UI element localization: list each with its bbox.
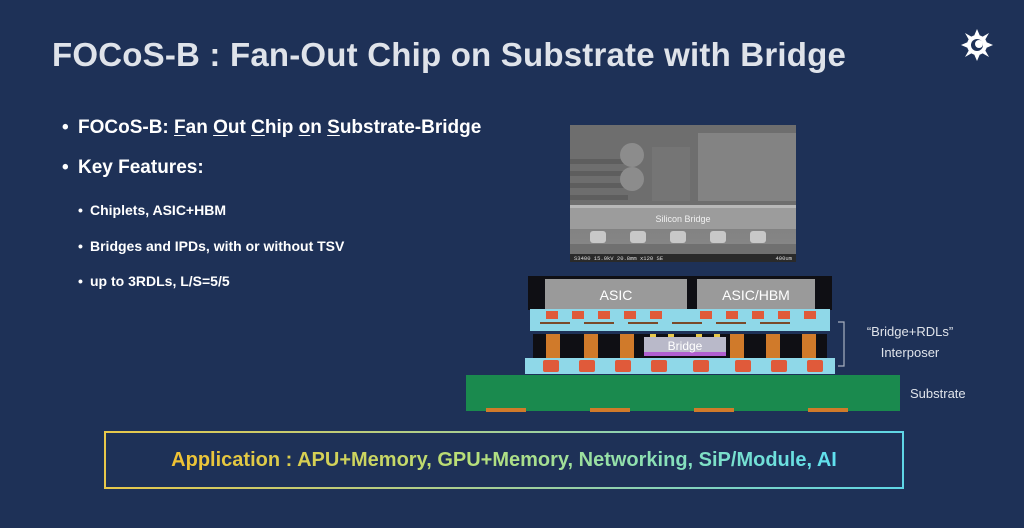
bullet-key-features-label: Key Features: <box>78 157 204 178</box>
acronym-letter-f: F <box>174 117 186 138</box>
sub-bullet-bridges: •Bridges and IPDs, with or without TSV <box>78 238 345 254</box>
word-part: n <box>310 117 328 138</box>
silicon-bridge <box>644 337 726 355</box>
acronym-letter-c: C <box>251 117 265 138</box>
bullet-prefix: FOCoS-B: <box>78 117 175 138</box>
interposer-label-line2: Interposer <box>881 345 940 360</box>
sem-scale-label: 400um <box>775 255 792 262</box>
substrate <box>466 375 900 411</box>
sub-bullet-text: Chiplets, ASIC+HBM <box>90 202 226 218</box>
bullet-focos-b-definition: •FOCoS-B: Fan Out Chip on Substrate-Brid… <box>62 117 482 138</box>
word-part: hip <box>264 117 299 138</box>
c4-bumps <box>543 360 823 372</box>
sub-bullet-chiplets: •Chiplets, ASIC+HBM <box>78 202 226 218</box>
acronym-letter-o: O <box>213 117 228 138</box>
slide-title: FOCoS-B : Fan-Out Chip on Substrate with… <box>52 36 847 73</box>
sem-footer-info: S3400 15.0kV 20.8mm x120 SE <box>574 255 664 262</box>
bullet-key-features: •Key Features: <box>62 157 204 178</box>
acronym-letter-o2: o <box>298 117 311 138</box>
lower-rdl-layer <box>525 358 835 374</box>
micro-bumps <box>546 311 816 319</box>
interposer-label-line1: “Bridge+RDLs” <box>867 324 953 339</box>
application-box: Application : APU+Memory, GPU+Memory, Ne… <box>104 431 904 489</box>
sub-bullet-rdls: •up to 3RDLs, L/S=5/5 <box>78 273 230 289</box>
substrate-pads <box>486 408 848 412</box>
sem-cross-section-image: Silicon Bridge S3400 15.0kV 20.8mm x120 … <box>570 125 796 262</box>
asic-label: ASIC <box>600 287 633 303</box>
acronym-letter-s: S <box>327 117 340 138</box>
word-part: ut <box>227 117 252 138</box>
gear-sun-logo-icon <box>961 29 993 61</box>
asic-hbm-label: ASIC/HBM <box>722 287 790 303</box>
application-text: Application : APU+Memory, GPU+Memory, Ne… <box>171 448 837 471</box>
sem-silicon-bridge-label: Silicon Bridge <box>655 214 710 224</box>
copper-pillars <box>546 334 816 358</box>
sub-bullet-text: up to 3RDLs, L/S=5/5 <box>90 273 230 289</box>
bridge-label: Bridge <box>668 339 703 353</box>
asic-chip <box>545 279 687 309</box>
word-part: an <box>185 117 214 138</box>
substrate-label: Substrate <box>910 386 966 401</box>
sub-bullet-text: Bridges and IPDs, with or without TSV <box>90 238 345 254</box>
interposer-bracket <box>838 321 845 367</box>
word-part: ubstrate-Bridge <box>339 117 482 138</box>
asic-hbm-chip <box>697 279 815 309</box>
